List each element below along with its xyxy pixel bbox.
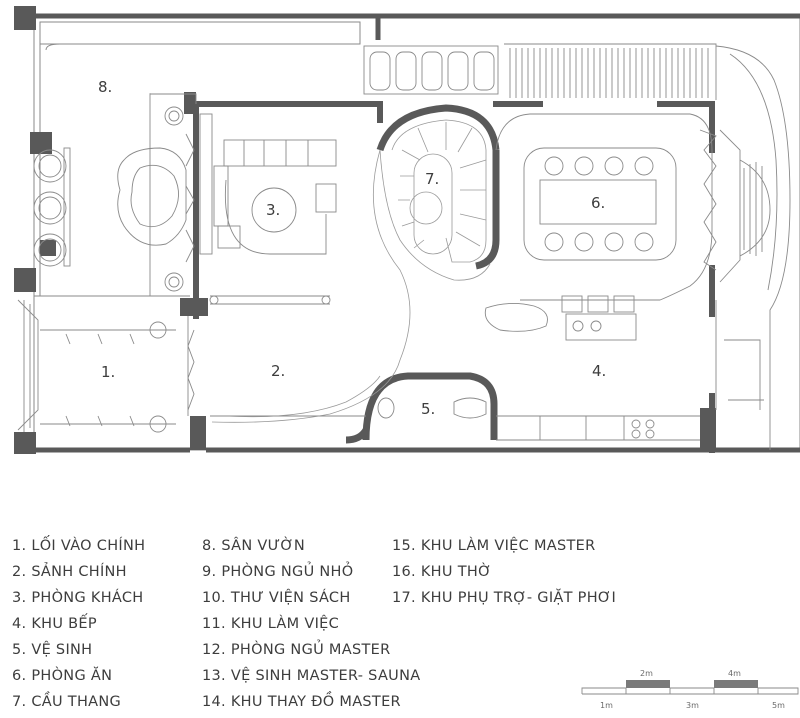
room-labels: 8. 3. 7. 6. 1. 2. 5. 4. — [98, 78, 606, 418]
legend-item: 17. KHU PHỤ TRỢ- GIẶT PHƠI — [392, 590, 617, 606]
room-label-7: 7. — [425, 170, 439, 188]
legend-item: 16. KHU THỜ — [392, 564, 492, 580]
room-label-1: 1. — [101, 363, 115, 381]
room-label-2: 2. — [271, 362, 285, 380]
site-boundary — [33, 15, 800, 451]
dining-furniture — [495, 113, 717, 301]
legend-item: 3. PHÒNG KHÁCH — [12, 590, 144, 606]
room-label-8: 8. — [98, 78, 112, 96]
legend-item: 5. VỆ SINH — [12, 642, 93, 658]
scale-label-5m: 5m — [772, 701, 785, 710]
terrace-features — [363, 43, 791, 450]
floor-plan: 8. 3. 7. 6. 1. 2. 5. 4. — [14, 6, 800, 454]
legend-item: 1. LỐI VÀO CHÍNH — [12, 538, 146, 554]
legend-column-2: 8. SÂN VƯỜN 9. PHÒNG NGỦ NHỎ 10. THƯ VIỆ… — [202, 536, 420, 718]
toilet-fixtures — [210, 397, 487, 419]
legend-item: 6. PHÒNG ĂN — [12, 668, 113, 684]
exterior-walls — [36, 13, 800, 453]
structural-columns — [14, 6, 716, 454]
interior-walls — [193, 101, 715, 453]
kitchen-furniture — [484, 295, 764, 441]
scale-label-2m: 2m — [640, 669, 653, 678]
legend-item: 14. KHU THAY ĐỒ MASTER — [202, 694, 401, 710]
scale-label-3m: 3m — [686, 701, 699, 710]
legend-item: 2. SẢNH CHÍNH — [12, 564, 127, 580]
legend-item: 13. VỆ SINH MASTER- SAUNA — [202, 668, 421, 684]
legend-item: 10. THƯ VIỆN SÁCH — [202, 590, 351, 606]
room-label-5: 5. — [421, 400, 435, 418]
toilet-walls — [345, 372, 498, 444]
scale-label-4m: 4m — [728, 669, 741, 678]
legend-item: 9. PHÒNG NGỦ NHỎ — [202, 564, 354, 580]
room-label-4: 4. — [592, 362, 606, 380]
legend-item: 11. KHU LÀM VIỆC — [202, 616, 340, 632]
stair-steps — [379, 119, 491, 281]
scale-label-1m: 1m — [600, 701, 613, 710]
scale-bar: 2m 4m 1m 3m 5m — [581, 669, 799, 710]
room-label-6: 6. — [591, 194, 605, 212]
scale-segment — [626, 680, 670, 688]
room-label-3: 3. — [266, 201, 280, 219]
stair-core-walls — [376, 104, 500, 270]
hall-curve — [211, 149, 411, 423]
garden-features — [33, 43, 354, 296]
legend-item: 8. SÂN VƯỜN — [202, 538, 306, 554]
legend-item: 4. KHU BẾP — [12, 616, 97, 632]
legend-item: 12. PHÒNG NGỦ MASTER — [202, 642, 391, 658]
legend-item: 15. KHU LÀM VIỆC MASTER — [392, 538, 596, 554]
legend-column-3: 15. KHU LÀM VIỆC MASTER 16. KHU THỜ 17. … — [392, 536, 616, 614]
entry-features — [17, 299, 195, 433]
living-room-furniture — [199, 113, 337, 305]
legend-column-1: 1. LỐI VÀO CHÍNH 2. SẢNH CHÍNH 3. PHÒNG … — [12, 536, 145, 718]
scale-segment — [714, 680, 758, 688]
legend-item: 7. CẦU THANG — [12, 694, 122, 710]
